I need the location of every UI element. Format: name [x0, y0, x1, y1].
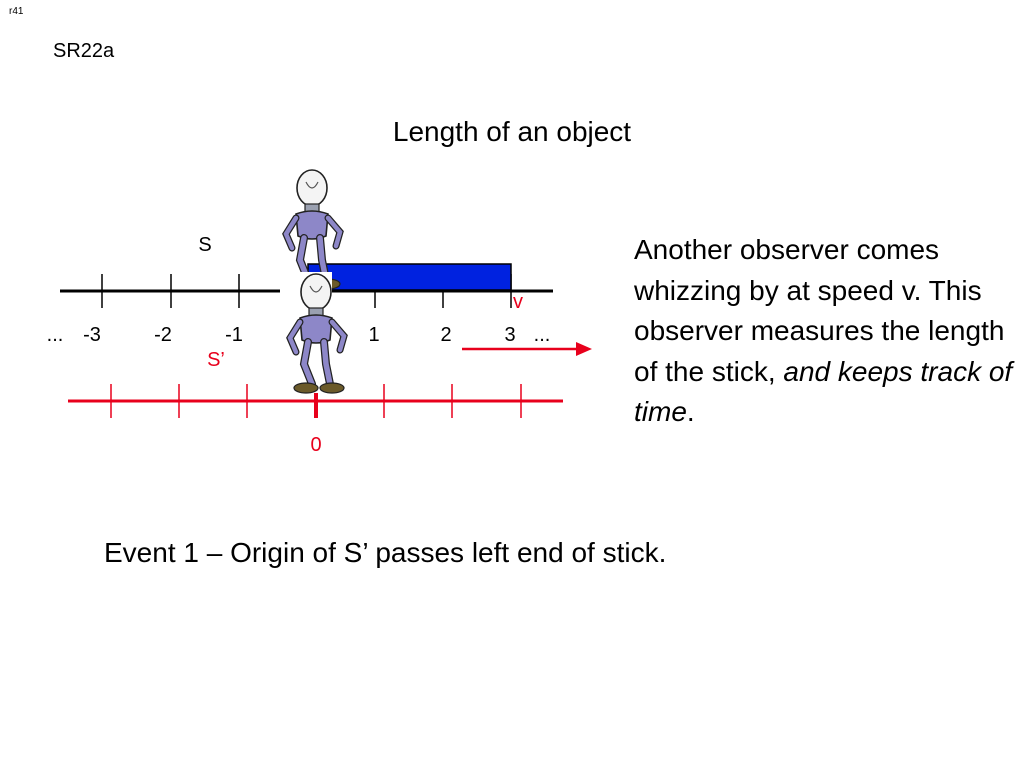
blue-stick [307, 263, 512, 291]
frame-s-tick-label: -2 [154, 324, 172, 346]
frame-s-prime-origin-label: 0 [310, 434, 321, 456]
frame-s-prime-label: S’ [207, 349, 225, 371]
slide-code: SR22a [53, 40, 115, 62]
frame-s-label: S [198, 234, 211, 256]
frame-s-tick-label: -1 [225, 324, 243, 346]
frame-s-ellipsis-left: ... [47, 324, 64, 346]
description-body: Another observer comes whizzing by at sp… [634, 234, 1005, 387]
description-emphasis: and keeps track of time [634, 355, 1013, 428]
slide-id: r41 [9, 6, 24, 17]
velocity-arrowhead [576, 342, 592, 356]
description-end: . [686, 396, 695, 427]
velocity-label: v [513, 291, 523, 313]
slide-title: Length of an object [392, 116, 632, 147]
frame-s-tick-label: 3 [504, 324, 515, 346]
frame-s-prime-ticks [110, 384, 522, 418]
frame-s-ellipsis-right: ... [534, 324, 551, 346]
event-caption: Event 1 – Origin of S’ passes left end o… [104, 537, 667, 568]
description-text: Another observer comes whizzing by at sp… [634, 230, 1014, 433]
frame-s-tick-label: 1 [368, 324, 379, 346]
frame-s-tick-label: -3 [83, 324, 101, 346]
frame-s-tick-label: 2 [440, 324, 451, 346]
